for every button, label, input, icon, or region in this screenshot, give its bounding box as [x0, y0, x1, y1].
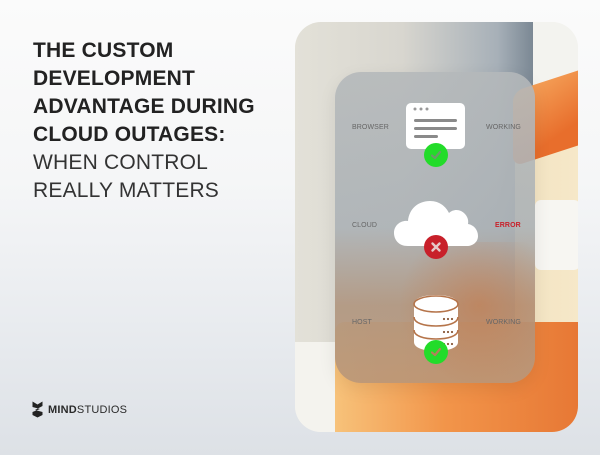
cloud-icon	[394, 199, 478, 247]
brand-logo: MINDSTUDIOS	[32, 401, 127, 418]
headline-line-4: CLOUD OUTAGES:	[33, 123, 226, 146]
cloud-status: ERROR	[495, 222, 521, 229]
host-label: HOST	[352, 319, 372, 326]
x-icon	[424, 235, 448, 259]
headline-line-3: ADVANTAGE DURING	[33, 95, 255, 118]
browser-status: WORKING	[486, 124, 521, 131]
card-bg-panel	[535, 200, 578, 270]
browser-window-icon	[406, 103, 465, 149]
brand-name-regular: STUDIOS	[76, 403, 128, 416]
card-bg-bottom-left	[295, 342, 335, 432]
brand-name-bold: MIND	[48, 403, 77, 416]
database-server-icon	[413, 294, 459, 352]
browser-label: BROWSER	[352, 124, 389, 131]
host-status: WORKING	[486, 319, 521, 326]
subheadline-line-2: REALLY MATTERS	[33, 179, 220, 202]
cloud-label: CLOUD	[352, 222, 378, 229]
mindstudios-shield-icon	[32, 401, 43, 418]
check-icon	[424, 340, 448, 364]
check-icon	[424, 143, 448, 167]
headline-line-1: THE CUSTOM	[33, 39, 174, 62]
page-headline: THE CUSTOM DEVELOPMENT ADVANTAGE DURING …	[33, 37, 255, 205]
headline-line-2: DEVELOPMENT	[33, 67, 196, 90]
subheadline-line-1: WHEN CONTROL	[33, 151, 209, 174]
brand-name: MINDSTUDIOS	[48, 404, 127, 416]
status-diagram-panel: BROWSER WORKING CLOUD ERROR HOST WORKING	[335, 72, 535, 383]
